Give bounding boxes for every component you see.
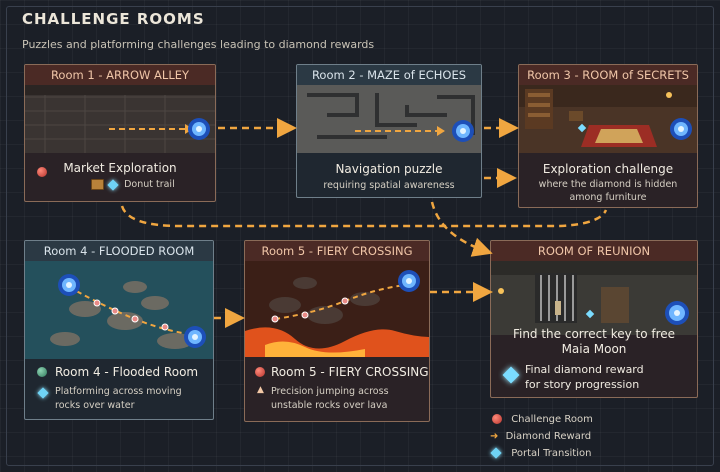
room-3-card[interactable]: Room 3 - ROOM of SECRETS Exploration cha… — [518, 64, 698, 208]
diamond-icon — [37, 387, 49, 399]
page-subtitle: Puzzles and platforming challenges leadi… — [22, 38, 375, 51]
room-3-title: Room 3 - ROOM of SECRETS — [519, 65, 697, 86]
room-4-heading: Room 4 - Flooded Room — [55, 365, 199, 379]
reunion-heading-line1: Find the correct key to free — [512, 327, 676, 341]
room-5-scene — [245, 261, 429, 357]
room-1-scene — [25, 85, 215, 153]
reunion-title: ROOM OF REUNION — [491, 241, 697, 262]
room-4-detail-line1: Platforming across moving — [55, 386, 182, 397]
challenge-room-marker-icon — [255, 367, 265, 377]
legend-portal-transition-label: Portal Transition — [511, 448, 592, 459]
room-3-detail-line1: where the diamond is hidden — [538, 179, 678, 190]
diamond-reward-icon — [502, 366, 520, 384]
legend-challenge-room-label: Challenge Room — [511, 414, 593, 425]
legend-diamond-reward: ➜ Diamond Reward — [490, 431, 591, 442]
room-1-card[interactable]: Room 1 - ARROW ALLEY Market Exploration … — [24, 64, 216, 202]
challenge-room-marker-icon — [37, 167, 47, 177]
room-2-card[interactable]: Room 2 - MAZE of ECHOES Navigation puzzl… — [296, 64, 482, 198]
room-5-detail-line2: unstable rocks over lava — [271, 400, 388, 411]
room-1-title: Room 1 - ARROW ALLEY — [25, 65, 215, 86]
treasure-chest-icon — [91, 179, 104, 190]
room-5-heading: Room 5 - FIERY CROSSING — [271, 365, 429, 379]
reunion-scene — [491, 261, 697, 335]
diamond-icon — [107, 178, 119, 191]
room-2-title: Room 2 - MAZE of ECHOES — [297, 65, 481, 86]
room-1-detail: Donut trail — [124, 179, 175, 190]
legend-challenge-room: Challenge Room — [492, 414, 593, 425]
arrow-icon: ➜ — [490, 431, 499, 442]
room-5-card[interactable]: Room 5 - FIERY CROSSING Room 5 - FIERY C… — [244, 240, 430, 422]
legend-diamond-reward-label: Diamond Reward — [505, 431, 592, 442]
reunion-reward-line1: Final diamond reward — [525, 363, 644, 376]
portal-diamond-icon — [490, 447, 502, 459]
room-4-title: Room 4 - FLOODED ROOM — [25, 241, 213, 262]
room-4-card[interactable]: Room 4 - FLOODED ROOM Room 4 - Flooded R… — [24, 240, 214, 420]
room-2-heading: Navigation puzzle — [335, 162, 443, 176]
room-3-detail-line2: among furniture — [569, 192, 647, 203]
room-3-heading: Exploration challenge — [542, 162, 674, 176]
room-1-heading: Market Exploration — [63, 161, 177, 175]
room-2-scene — [297, 85, 481, 153]
reunion-heading-line2: Maia Moon — [561, 342, 627, 356]
reunion-card[interactable]: ROOM OF REUNION Find the correct key to … — [490, 240, 698, 398]
challenge-room-marker-icon — [37, 367, 47, 377]
reunion-reward-line2: for story progression — [525, 378, 640, 391]
room-1-detail-row: Donut trail — [91, 178, 175, 191]
diagram-frame — [6, 6, 714, 466]
page-title: CHALLENGE ROOMS — [22, 10, 205, 28]
room-4-detail-line2: rocks over water — [55, 400, 135, 411]
room-2-detail: requiring spatial awareness — [323, 180, 455, 191]
room-3-scene — [519, 85, 697, 153]
challenge-room-icon — [492, 414, 502, 424]
room-5-title: Room 5 - FIERY CROSSING — [245, 241, 429, 262]
room-5-detail-line1: Precision jumping across — [271, 386, 389, 397]
legend-portal-transition: Portal Transition — [490, 447, 592, 459]
room-4-scene — [25, 261, 213, 359]
bullet-icon: ▲ — [257, 385, 264, 395]
